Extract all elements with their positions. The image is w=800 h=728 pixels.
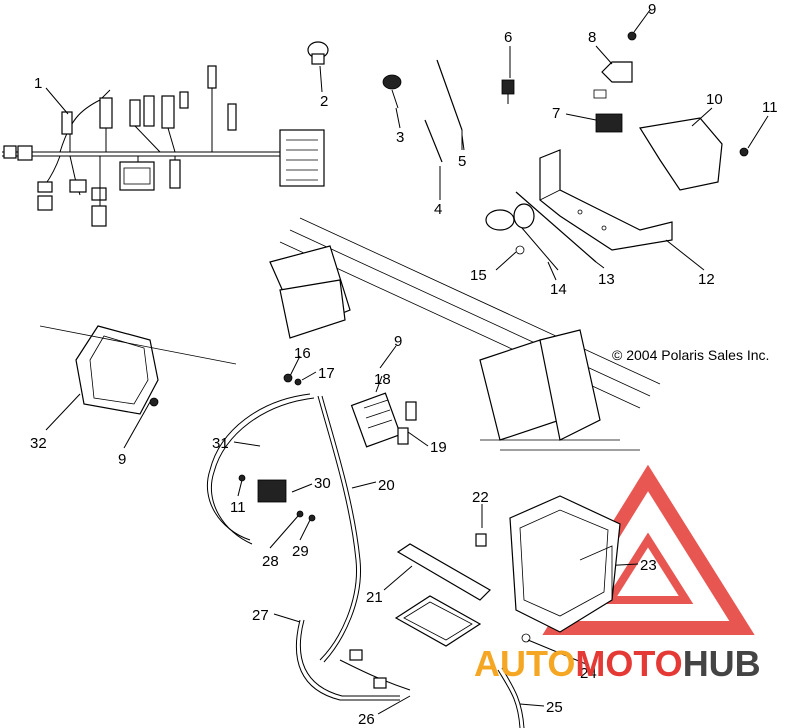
callout-16: 16	[294, 345, 311, 362]
callout-9-top: 9	[648, 1, 656, 18]
wiring-harness	[2, 65, 325, 227]
part-28-29-nuts	[296, 510, 316, 522]
watermark-part-moto: MOTO	[575, 643, 682, 684]
callout-9-left: 9	[118, 451, 126, 468]
part-21-plate	[394, 543, 491, 647]
part-20-cable	[317, 395, 362, 663]
part-8-bracket	[593, 61, 633, 99]
part-19-fuses	[397, 401, 417, 445]
part-16-17-fasteners	[283, 373, 302, 386]
callout-10: 10	[706, 91, 723, 108]
part-23-battery-box	[509, 495, 621, 633]
callout-14: 14	[550, 281, 567, 298]
part-4-rod	[424, 119, 443, 163]
part-22-plug	[475, 533, 487, 547]
callout-11-top: 11	[762, 99, 778, 116]
part-2-switch	[307, 41, 329, 65]
callout-15: 15	[470, 267, 487, 284]
callout-7: 7	[552, 105, 560, 122]
part-9-nut	[627, 31, 637, 41]
part-31-cable	[206, 393, 315, 545]
callout-22: 22	[472, 489, 489, 506]
callout-11-lower: 11	[230, 499, 246, 516]
copyright-text: © 2004 Polaris Sales Inc.	[612, 347, 769, 363]
part-13-screw	[515, 191, 597, 263]
callout-3: 3	[396, 129, 404, 146]
part-25-cable	[497, 667, 525, 728]
part-15-clip	[515, 245, 525, 255]
frame-rail	[269, 217, 661, 451]
callout-labels: 1 2 3 4 5 6 7 8 9 10 11 12 13 14 15 16 1…	[30, 1, 778, 728]
part-32-cover	[39, 325, 237, 415]
callout-13: 13	[598, 271, 615, 288]
part-7-relay	[595, 113, 623, 133]
callout-29: 29	[292, 543, 309, 560]
callout-23: 23	[640, 557, 657, 574]
callout-6: 6	[504, 29, 512, 46]
callout-12: 12	[698, 271, 715, 288]
watermark-part-auto: AUTO	[474, 643, 575, 684]
part-27-cable	[295, 619, 400, 701]
callout-1: 1	[34, 75, 42, 92]
callout-18: 18	[374, 371, 391, 388]
part-9-nut-lower	[149, 397, 159, 407]
callout-5: 5	[458, 153, 466, 170]
callout-30: 30	[314, 475, 331, 492]
callout-8: 8	[588, 29, 596, 46]
part-14-actuator	[485, 203, 559, 271]
callout-20: 20	[378, 477, 395, 494]
part-11-screw-lower	[238, 474, 246, 482]
part-3-switch	[382, 74, 402, 109]
part-6-connector	[501, 79, 515, 104]
part-24-clip	[521, 633, 531, 643]
part-30-relay	[257, 479, 287, 503]
callout-32: 32	[30, 435, 47, 452]
callout-24: 24	[580, 665, 597, 682]
callout-31: 31	[212, 435, 229, 452]
callout-28: 28	[262, 553, 279, 570]
part-11-screw	[739, 147, 749, 157]
callout-2: 2	[320, 93, 328, 110]
part-18-fuse-block	[350, 392, 402, 448]
callout-19: 19	[430, 439, 447, 456]
part-5-rod	[436, 59, 463, 150]
callout-25: 25	[546, 699, 563, 716]
watermark-text: AUTOMOTOHUB	[474, 643, 761, 684]
callout-9-mid: 9	[394, 333, 402, 350]
callout-4: 4	[434, 201, 442, 218]
callout-17: 17	[318, 365, 335, 382]
part-12-bracket	[539, 149, 673, 251]
callout-21: 21	[366, 589, 383, 606]
callout-27: 27	[252, 607, 269, 624]
watermark-part-hub: HUB	[683, 643, 761, 684]
callout-26: 26	[358, 711, 375, 728]
leader-lines	[45, 9, 769, 715]
part-26-cable	[339, 649, 411, 691]
part-10-cover	[639, 117, 723, 191]
